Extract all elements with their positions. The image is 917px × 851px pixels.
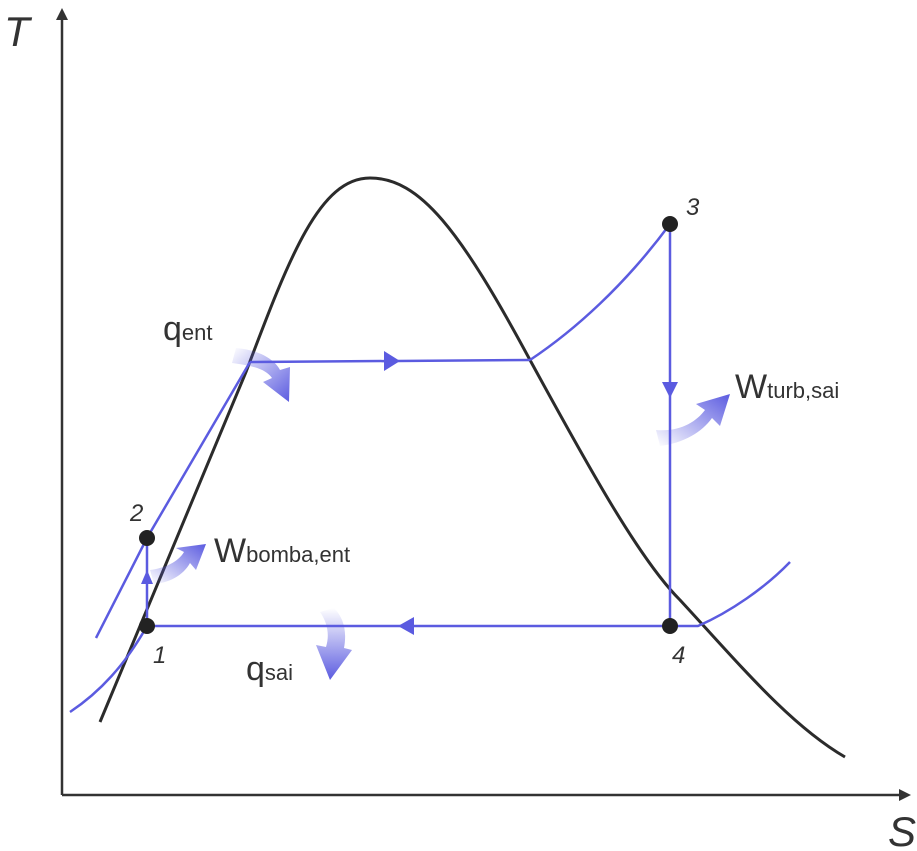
arrowhead-pump (141, 570, 153, 584)
state-point-3 (662, 216, 678, 232)
w-turb-label: Wturb,sai (735, 368, 839, 406)
direction-arrows (141, 351, 678, 635)
w-pump-label: Wbomba,ent (214, 532, 350, 570)
state-point-1 (139, 618, 155, 634)
state-label-2: 2 (129, 500, 143, 527)
superheat-extension (670, 561, 791, 628)
q-in-label: qent (163, 310, 213, 348)
state-label-4: 4 (672, 642, 685, 669)
w-pump-main: W (214, 532, 246, 570)
state-point-2 (139, 530, 155, 546)
w-pump-sub: bomba,ent (246, 542, 350, 567)
arrowhead-evaporation (384, 351, 400, 371)
superheat-curve (529, 223, 672, 362)
state-points (139, 216, 678, 634)
rankine-cycle (69, 223, 791, 714)
q-in-main: q (163, 310, 182, 348)
saturation-dome (98, 176, 846, 759)
arrowhead-turbine (662, 382, 678, 398)
w-pump-arrow (150, 544, 206, 584)
state-point-4 (662, 618, 678, 634)
q-out-main: q (246, 650, 265, 688)
w-turb-arrow (656, 394, 730, 446)
state-label-3: 3 (686, 194, 700, 221)
q-out-label: qsai (246, 650, 293, 688)
q-out-sub: sai (265, 660, 293, 685)
heating-curve (94, 361, 252, 639)
liquid-isobar-low (69, 625, 149, 714)
state-label-1: 1 (153, 642, 166, 669)
q-out-arrow (316, 608, 352, 680)
w-turb-sub: turb,sai (767, 378, 839, 403)
q-in-sub: ent (182, 320, 213, 345)
x-axis-label: S (888, 808, 916, 851)
y-axis-label: T (4, 8, 33, 55)
w-turb-main: W (735, 368, 767, 406)
arrowhead-condenser (398, 617, 414, 635)
axes: T S (4, 8, 916, 851)
q-in-arrow (232, 348, 290, 402)
